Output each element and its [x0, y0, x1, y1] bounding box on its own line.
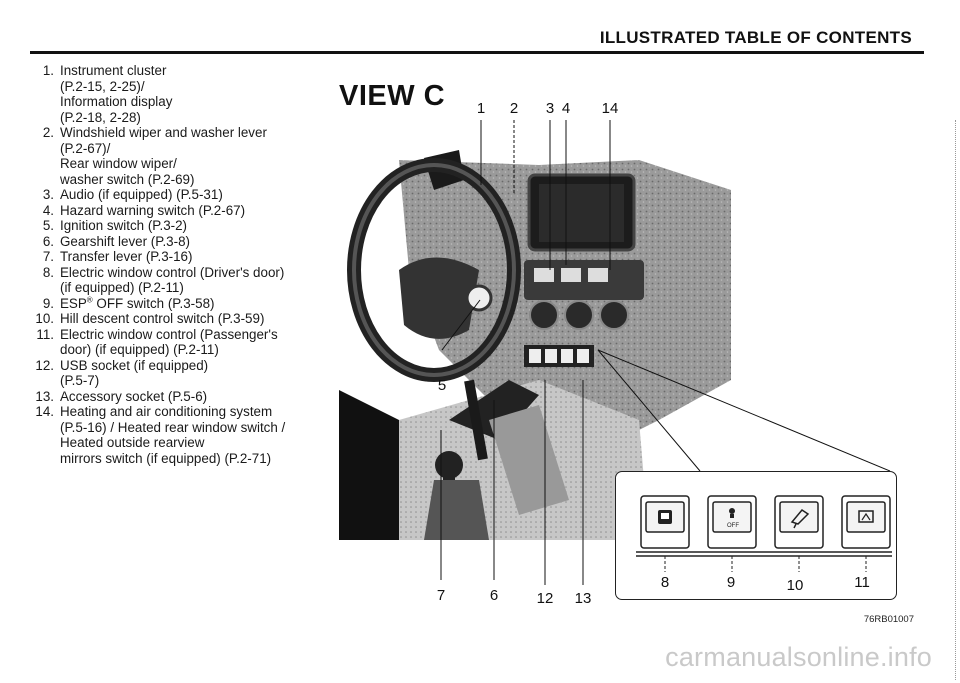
toc-item-line: (P.2-18, 2-28): [60, 109, 141, 125]
label-5: 5: [437, 377, 447, 394]
label-8: 8: [660, 574, 670, 591]
toc-item-line: Ignition switch (P.3-2): [60, 218, 188, 233]
page-edge: [954, 120, 956, 680]
toc-item-number: 10.: [35, 311, 54, 326]
toc-item-number: 12.: [35, 357, 54, 373]
toc-item-line: door) (if equipped) (P.2-11): [60, 342, 219, 357]
toc-item-text: USB socket (if equipped)(P.5-7): [60, 358, 314, 389]
toc-item: 13. Accessory socket (P.5-6): [14, 389, 314, 405]
toc-item-number: 6.: [42, 233, 54, 249]
toc-item-text: Instrument cluster(P.2-15, 2-25)/Informa…: [60, 63, 314, 125]
toc-item-line: Heated outside rearview: [60, 435, 205, 450]
toc-item-line: (if equipped) (P.2-11): [60, 280, 184, 295]
toc-item-number: 5.: [42, 218, 54, 233]
label-14: 14: [601, 100, 619, 117]
toc-item-number: 8.: [42, 264, 54, 280]
toc-item: 6. Gearshift lever (P.3-8): [14, 234, 314, 250]
toc-item-number: 14.: [35, 404, 54, 419]
page-header-title: ILLUSTRATED TABLE OF CONTENTS: [599, 28, 912, 47]
toc-item-line: (P.2-67)/: [60, 140, 111, 156]
toc-item-number: 3.: [42, 187, 54, 202]
label-7: 7: [436, 587, 446, 604]
toc-item-number: 4.: [42, 202, 54, 218]
toc-item-line: Rear window wiper/: [60, 156, 177, 171]
toc-item-number: 7.: [42, 249, 54, 264]
label-10: 10: [786, 577, 804, 594]
toc-item-number: 9.: [42, 295, 54, 311]
toc-item-line: Electric window control (Passenger's: [60, 326, 278, 342]
toc-item-line: Audio (if equipped) (P.5-31): [60, 187, 223, 202]
dashboard-illustration: [339, 120, 731, 560]
toc-item: 5. Ignition switch (P.3-2): [14, 218, 314, 234]
label-12: 12: [536, 590, 554, 607]
label-4: 4: [561, 100, 571, 117]
toc-item: 3. Audio (if equipped) (P.5-31): [14, 187, 314, 203]
toc-item-text: Transfer lever (P.3-16): [60, 249, 314, 265]
toc-item-line: Electric window control (Driver's door): [60, 264, 285, 280]
toc-item-line: Gearshift lever (P.3-8): [60, 233, 190, 249]
label-3: 3: [545, 100, 555, 117]
toc-item-line: Transfer lever (P.3-16): [60, 249, 193, 264]
toc-item: 2. Windshield wiper and washer lever(P.2-…: [14, 125, 314, 187]
toc-item-number: 1.: [42, 63, 54, 78]
toc-item-text: Windshield wiper and washer lever(P.2-67…: [60, 125, 314, 187]
toc-item-line: (P.2-15, 2-25)/: [60, 78, 145, 94]
toc-item-text: ESP® OFF switch (P.3-58): [60, 296, 314, 312]
toc-item-line: Accessory socket (P.5-6): [60, 388, 208, 404]
toc-item-number: 2.: [42, 125, 54, 140]
toc-item-text: Heating and air conditioning system(P.5-…: [60, 404, 314, 466]
toc-item-line: washer switch (P.2-69): [60, 171, 195, 187]
toc-item-text: Accessory socket (P.5-6): [60, 389, 314, 405]
switch-detail-box: OFF: [615, 471, 897, 600]
toc-item: 10. Hill descent control switch (P.3-59): [14, 311, 314, 327]
toc-item: 7. Transfer lever (P.3-16): [14, 249, 314, 265]
toc-item: 14. Heating and air conditioning system(P…: [14, 404, 314, 466]
image-code: 76RB01007: [863, 614, 914, 625]
toc-item-line: Heating and air conditioning system: [60, 404, 273, 419]
label-6: 6: [489, 587, 499, 604]
toc-item-line: Hazard warning switch (P.2-67): [60, 202, 246, 218]
toc-item-text: Hill descent control switch (P.3-59): [60, 311, 314, 327]
label-9: 9: [726, 574, 736, 591]
toc-list: 1. Instrument cluster(P.2-15, 2-25)/Infor…: [14, 63, 314, 466]
toc-item-number: 13.: [35, 388, 54, 404]
toc-item-line: Information display: [60, 94, 173, 109]
esp-off-text: OFF: [727, 523, 739, 529]
toc-item-text: Electric window control (Driver's door)(…: [60, 265, 314, 296]
label-13: 13: [574, 590, 592, 607]
view-title: VIEW C: [339, 80, 446, 112]
switch-detail-illustration: OFF: [636, 495, 892, 572]
toc-item-text: Gearshift lever (P.3-8): [60, 234, 314, 250]
toc-item-line: ESP® OFF switch (P.3-58): [60, 295, 215, 311]
toc-item-line: (P.5-7): [60, 373, 100, 388]
toc-item-line: USB socket (if equipped): [60, 357, 209, 373]
toc-item-text: Ignition switch (P.3-2): [60, 218, 314, 234]
toc-item-line: (P.5-16) / Heated rear window switch /: [60, 419, 286, 435]
label-11: 11: [854, 574, 870, 591]
toc-item-line: Instrument cluster: [60, 63, 167, 78]
toc-item: 12. USB socket (if equipped)(P.5-7): [14, 358, 314, 389]
toc-item-text: Audio (if equipped) (P.5-31): [60, 187, 314, 203]
toc-item: 8. Electric window control (Driver's door…: [14, 265, 314, 296]
label-1: 1: [476, 100, 486, 117]
toc-item-line: mirrors switch (if equipped) (P.2-71): [60, 450, 272, 466]
toc-item-line: Hill descent control switch (P.3-59): [60, 311, 265, 326]
watermark: carmanualsonline.info: [665, 642, 932, 672]
toc-item: 9. ESP® OFF switch (P.3-58): [14, 296, 314, 312]
toc-item-text: Hazard warning switch (P.2-67): [60, 203, 314, 219]
toc-item: 1. Instrument cluster(P.2-15, 2-25)/Infor…: [14, 63, 314, 125]
header-rule: [30, 51, 924, 54]
toc-item: 4. Hazard warning switch (P.2-67): [14, 203, 314, 219]
toc-item-line: Windshield wiper and washer lever: [60, 125, 267, 140]
label-2: 2: [509, 100, 519, 117]
toc-item-number: 11.: [36, 326, 54, 342]
